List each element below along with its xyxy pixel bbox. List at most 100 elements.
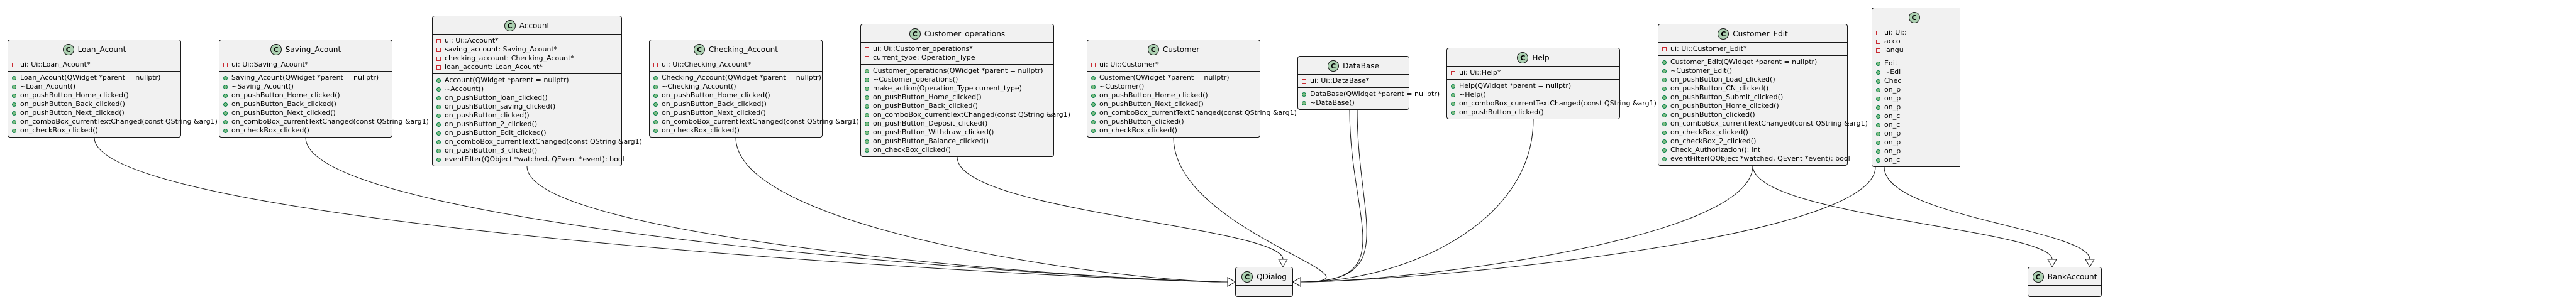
class-method: Account(QWidget *parent = nullptr) <box>436 76 618 85</box>
class-method: on_pushButton_Back_clicked() <box>12 100 177 109</box>
public-visibility-icon <box>12 128 16 133</box>
class-field-text: ui: Ui::Checking_Account* <box>662 60 752 68</box>
public-visibility-icon <box>436 148 441 153</box>
class-method: Checking_Account(QWidget *parent = nullp… <box>653 73 821 82</box>
class-method: DataBase(QWidget *parent = nullptr) <box>1302 90 1440 99</box>
inheritance-edge-customer <box>1173 137 1327 283</box>
methods-section: Loan_Acount(QWidget *parent = nullptr)~L… <box>8 72 218 137</box>
public-visibility-icon <box>1876 96 1880 101</box>
class-method: on_checkBox_clicked() <box>653 126 818 135</box>
private-visibility-icon <box>653 62 658 67</box>
class-method-text: Check_Authorization(): int <box>1670 146 1761 154</box>
class-method: on_comboBox_currentTextChanged(const QSt… <box>1662 119 1868 128</box>
class-method: on_pushButton_2_clicked() <box>436 120 618 129</box>
fields-section <box>2028 286 2101 291</box>
inheritance-edge-customer-operations <box>957 156 1284 260</box>
public-visibility-icon <box>12 93 16 98</box>
class-field: ui: Ui::Customer_Edit* <box>1662 45 1843 53</box>
class-name: Loan_Acount <box>77 45 126 54</box>
class-method: ~Customer_operations() <box>865 75 1050 84</box>
class-method-text: on_pushButton_Back_clicked() <box>231 100 336 108</box>
class-field: ui: Ui::DataBase* <box>1302 77 1405 85</box>
class-method-text: on_p <box>1884 129 1901 138</box>
class-method: ~Saving_Acount() <box>223 82 388 91</box>
class-field-text: current_type: Operation_Type <box>873 53 975 62</box>
class-method-text: on_pushButton_Submit_clicked() <box>1670 93 1784 101</box>
class-method: on_pushButton_clicked() <box>1662 111 1843 119</box>
class-name: Customer_Edit <box>1733 30 1788 38</box>
class-method-text: ~Customer() <box>1099 82 1145 90</box>
public-visibility-icon <box>1091 119 1096 124</box>
public-visibility-icon <box>12 119 16 124</box>
methods-section: DataBase(QWidget *parent = nullptr)~Data… <box>1298 88 1440 109</box>
class-field: ui: Ui::Saving_Acount* <box>223 60 388 69</box>
public-visibility-icon <box>436 95 441 100</box>
public-visibility-icon <box>1876 114 1880 119</box>
class-method: on_checkBox_clicked() <box>12 126 177 135</box>
class-method-text: eventFilter(QObject *watched, QEvent *ev… <box>445 155 625 163</box>
public-visibility-icon <box>436 139 441 144</box>
class-c-icon: C <box>1908 12 1920 23</box>
class-method: make_action(Operation_Type current_type) <box>865 84 1050 93</box>
class-method: eventFilter(QObject *watched, QEvent *ev… <box>1662 154 1850 163</box>
public-visibility-icon <box>865 139 869 144</box>
class-method: on_c <box>1876 121 1956 129</box>
class-method: on_comboBox_currentTextChanged(const QSt… <box>223 117 429 126</box>
class-method-text: on_pushButton_clicked() <box>1099 117 1184 126</box>
inheritance-edge-partial <box>1300 166 1876 283</box>
public-visibility-icon <box>12 102 16 107</box>
class-method: on_checkBox_clicked() <box>1662 128 1843 137</box>
class-method-text: on_pushButton_Edit_clicked() <box>445 129 547 137</box>
class-method-text: Customer_Edit(QWidget *parent = nullptr) <box>1670 58 1818 66</box>
inheritance-edge-customer-edit <box>1300 165 1753 283</box>
class-method-text: on_pushButton_Home_clicked() <box>662 91 770 99</box>
public-visibility-icon <box>223 111 228 116</box>
class-method: on_pushButton_Home_clicked() <box>223 91 388 100</box>
class-method-text: on_comboBox_currentTextChanged(const QSt… <box>1670 119 1868 127</box>
class-method-text: ~Customer_Edit() <box>1670 67 1733 75</box>
public-visibility-icon <box>12 111 16 116</box>
class-field: ui: Ui::Customer_operations* <box>865 45 1050 53</box>
fields-section: ui: Ui::Account*saving_account: Saving_A… <box>433 35 621 74</box>
public-visibility-icon <box>436 122 441 127</box>
class-method-text: on_c <box>1884 156 1901 164</box>
public-visibility-icon <box>1876 70 1880 75</box>
class-method: ~DataBase() <box>1302 99 1405 107</box>
class-method: on_p <box>1876 129 1956 138</box>
class-method-text: ~Saving_Acount() <box>231 82 294 90</box>
class-method: on_comboBox_currentTextChanged(const QSt… <box>1451 99 1657 108</box>
class-method: Edit <box>1876 59 1956 68</box>
class-method-text: on_c <box>1884 112 1901 120</box>
class-method: Customer_operations(QWidget *parent = nu… <box>865 67 1050 75</box>
class-field: saving_account: Saving_Acount* <box>436 45 618 54</box>
inheritance-edge-partial <box>1884 166 2090 260</box>
class-method-text: on_checkBox_clicked() <box>1099 126 1177 134</box>
public-visibility-icon <box>12 75 16 80</box>
class-field: current_type: Operation_Type <box>865 53 1050 62</box>
methods-section <box>2028 291 2101 296</box>
methods-section: Customer_operations(QWidget *parent = nu… <box>861 65 1070 156</box>
class-method: ~Help() <box>1451 90 1616 99</box>
class-field-text: ui: Ui::Account* <box>445 36 499 45</box>
class-method: on_pushButton_Submit_clicked() <box>1662 93 1843 102</box>
class-field-text: langu <box>1884 46 1904 54</box>
public-visibility-icon <box>653 128 658 133</box>
